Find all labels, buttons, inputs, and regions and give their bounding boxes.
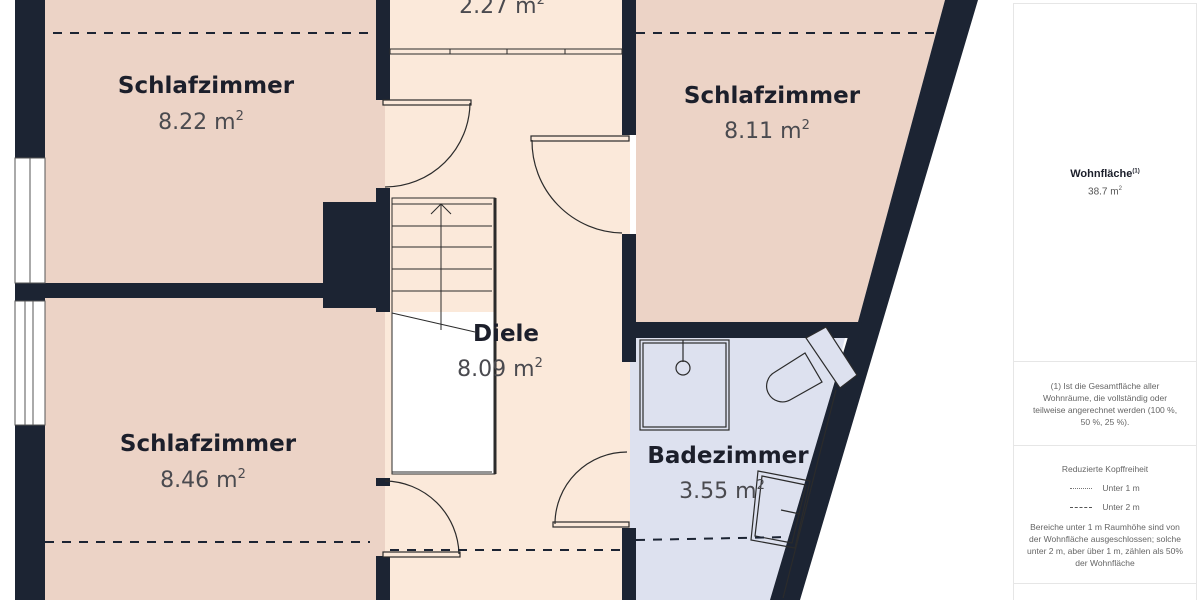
legend-item-under-1m: Unter 1 m bbox=[1014, 483, 1196, 493]
bathroom-fixtures bbox=[639, 326, 858, 599]
room-area-badezimmer: 3.55 m2 bbox=[679, 478, 765, 504]
shower-drain-icon bbox=[675, 360, 691, 376]
walls bbox=[15, 0, 978, 600]
legend-description: Bereiche unter 1 m Raumhöhe sind von der… bbox=[1027, 522, 1183, 568]
room-name-diele: Diele bbox=[473, 321, 539, 347]
room-name-schlafzimmer-bottom-left: Schlafzimmer bbox=[120, 431, 297, 457]
room-area-schlafzimmer-top-left: 8.22 m2 bbox=[158, 109, 244, 135]
stairwell-void bbox=[392, 312, 495, 474]
total-area-panel: Wohnfläche(1) 38.7 m2 bbox=[1014, 4, 1196, 362]
door-swing-bathroom bbox=[554, 451, 628, 525]
door-leaf-bedroom-right bbox=[530, 135, 630, 142]
info-sidebar: Wohnfläche(1) 38.7 m2 (1) Ist die Gesamt… bbox=[1013, 3, 1197, 600]
window-left-lower bbox=[14, 300, 46, 426]
footnote-panel: (1) Ist die Gesamtfläche aller Wohnräume… bbox=[1014, 362, 1196, 446]
room-area-diele: 8.09 m2 bbox=[457, 356, 543, 382]
windows bbox=[14, 157, 46, 426]
door-leaf-bedroom-bottom-left bbox=[382, 551, 461, 558]
total-area-value: 38.7 m2 bbox=[1088, 185, 1122, 198]
room-name-schlafzimmer-top-left: Schlafzimmer bbox=[118, 73, 295, 99]
staircase bbox=[391, 197, 497, 475]
room-name-schlafzimmer-right: Schlafzimmer bbox=[684, 83, 861, 109]
legend-label: Unter 1 m bbox=[1102, 483, 1140, 493]
headroom-line-under-2m bbox=[635, 536, 791, 541]
room-name-badezimmer: Badezimmer bbox=[647, 443, 809, 469]
legend-item-under-2m: Unter 2 m bbox=[1014, 502, 1196, 512]
door-swing-bedroom-top-left bbox=[384, 102, 471, 188]
toilet-icon bbox=[766, 352, 823, 403]
room-fill-schlafzimmer-bottom-left bbox=[45, 298, 385, 600]
legend-panel: Reduzierte Kopffreiheit Unter 1 m Unter … bbox=[1014, 446, 1196, 584]
door-leaf-bedroom-top-left bbox=[382, 99, 472, 106]
washbasin bbox=[750, 470, 811, 549]
door-swing-bedroom-right bbox=[531, 139, 623, 234]
dashed-line-icon bbox=[1070, 506, 1093, 508]
room-fill-hall bbox=[385, 0, 630, 600]
total-area-label: Wohnfläche(1) bbox=[1070, 167, 1140, 180]
stair-direction-arrow-icon bbox=[430, 203, 452, 215]
door-leaf-bathroom bbox=[552, 521, 630, 528]
room-fills bbox=[45, 0, 945, 600]
doors bbox=[382, 99, 630, 558]
dotted-line-icon bbox=[1070, 487, 1093, 489]
thresholds bbox=[389, 48, 623, 55]
legend-label: Unter 2 m bbox=[1102, 502, 1140, 512]
room-area-schlafzimmer-right: 8.11 m2 bbox=[724, 118, 810, 144]
legend-title: Reduzierte Kopffreiheit bbox=[1061, 464, 1149, 474]
room-fill-schlafzimmer-right bbox=[636, 0, 945, 322]
room-area-abstellraum: 2.27 m2 bbox=[459, 0, 545, 19]
floor-plan: Schlafzimmer 8.22 m2 Schlafzimmer 8.46 m… bbox=[14, 0, 978, 600]
headroom-lines bbox=[45, 32, 937, 551]
room-labels: Schlafzimmer 8.22 m2 Schlafzimmer 8.46 m… bbox=[118, 0, 861, 504]
footnote-text: (1) Ist die Gesamtfläche aller Wohnräume… bbox=[1032, 380, 1178, 427]
door-swing-bedroom-bottom-left bbox=[384, 480, 460, 555]
room-area-schlafzimmer-bottom-left: 8.46 m2 bbox=[160, 467, 246, 493]
shower-tray bbox=[639, 339, 730, 431]
